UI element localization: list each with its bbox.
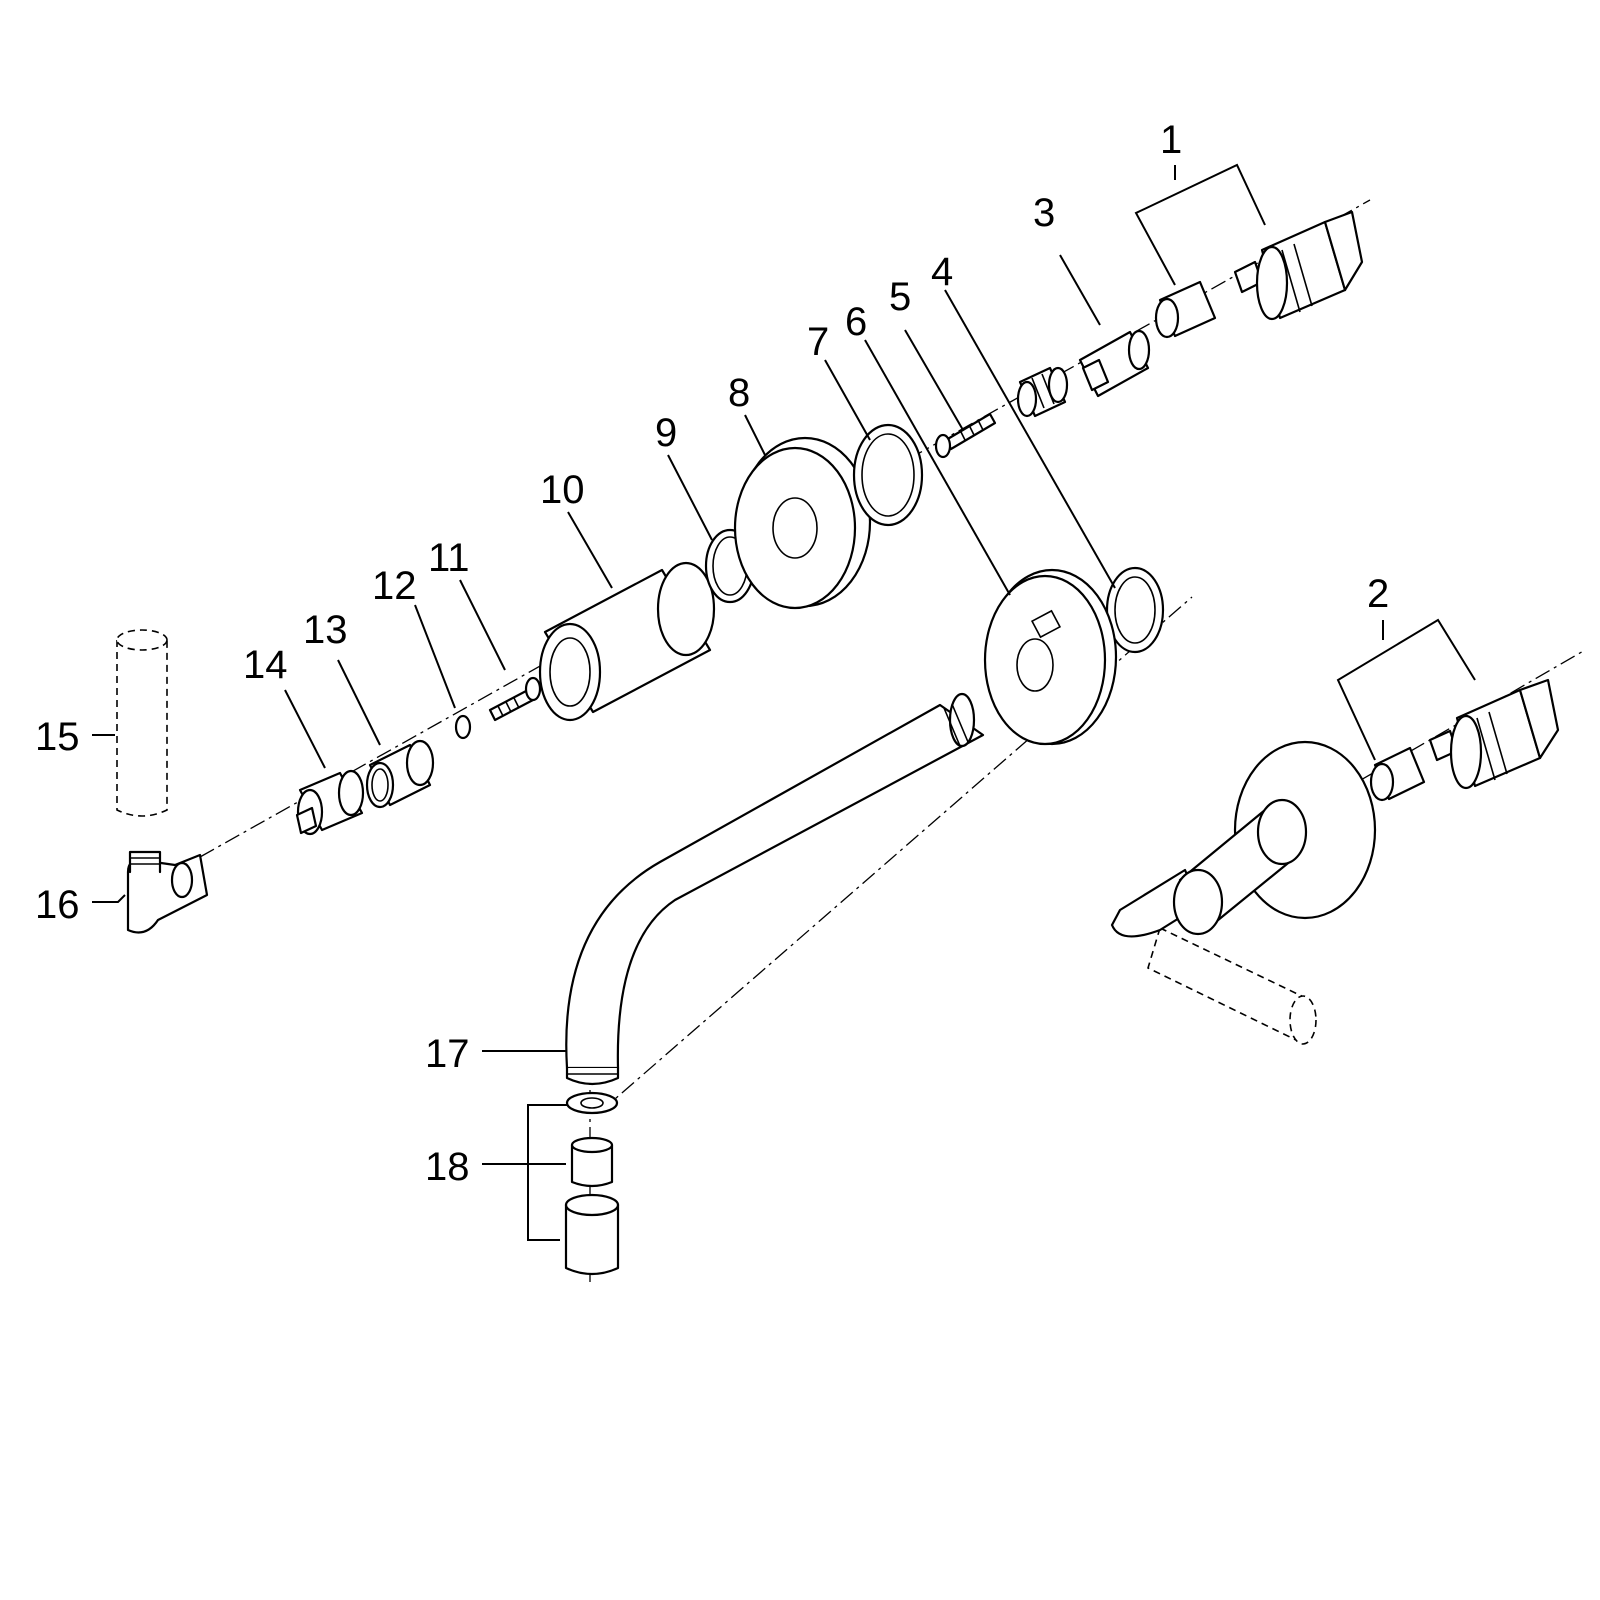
- right-handle-assembly: [1110, 740, 1377, 1045]
- handle-screw: [488, 676, 542, 722]
- callout-13: 13: [303, 608, 348, 652]
- gasket-ring: [852, 423, 924, 527]
- callout-17: 17: [425, 1032, 470, 1076]
- callout-2: 2: [1367, 572, 1389, 616]
- valve-cartridge-1: [1154, 210, 1364, 339]
- leader-lines: [92, 163, 1476, 1241]
- callout-12: 12: [372, 564, 417, 608]
- callout-10: 10: [540, 468, 585, 512]
- callout-18: 18: [425, 1145, 470, 1189]
- cylinder-cover: [538, 561, 716, 722]
- sleeve: [365, 739, 435, 809]
- callout-7: 7: [807, 320, 829, 364]
- spout-rosette: [983, 568, 1118, 746]
- callout-14: 14: [243, 643, 288, 687]
- escutcheon-rosette: [733, 436, 872, 610]
- callout-11: 11: [428, 536, 470, 580]
- spout: [565, 692, 985, 1086]
- callout-4: 4: [931, 250, 953, 294]
- callout-1: 1: [1160, 118, 1182, 162]
- lever-handle-left: [126, 850, 209, 934]
- handle-extension-dashed: [116, 629, 168, 817]
- spindle-adapter: [295, 769, 365, 836]
- valve-cartridge-2: [1369, 678, 1560, 802]
- spindle-extension: [1016, 366, 1069, 418]
- callout-3: 3: [1033, 191, 1055, 235]
- splined-sleeve: [1078, 329, 1151, 398]
- callout-labels: 1 2 3 4 5 6 7 8 9 10 11 12 13 14 15 16 1…: [35, 118, 1389, 1189]
- callout-15: 15: [35, 715, 80, 759]
- callout-5: 5: [889, 275, 911, 319]
- callout-9: 9: [655, 411, 677, 455]
- small-washer: [454, 714, 472, 740]
- mounting-screw: [934, 412, 997, 459]
- callout-16: 16: [35, 883, 80, 927]
- aerator-set: [564, 1091, 620, 1276]
- callout-6: 6: [845, 300, 867, 344]
- callout-8: 8: [728, 371, 750, 415]
